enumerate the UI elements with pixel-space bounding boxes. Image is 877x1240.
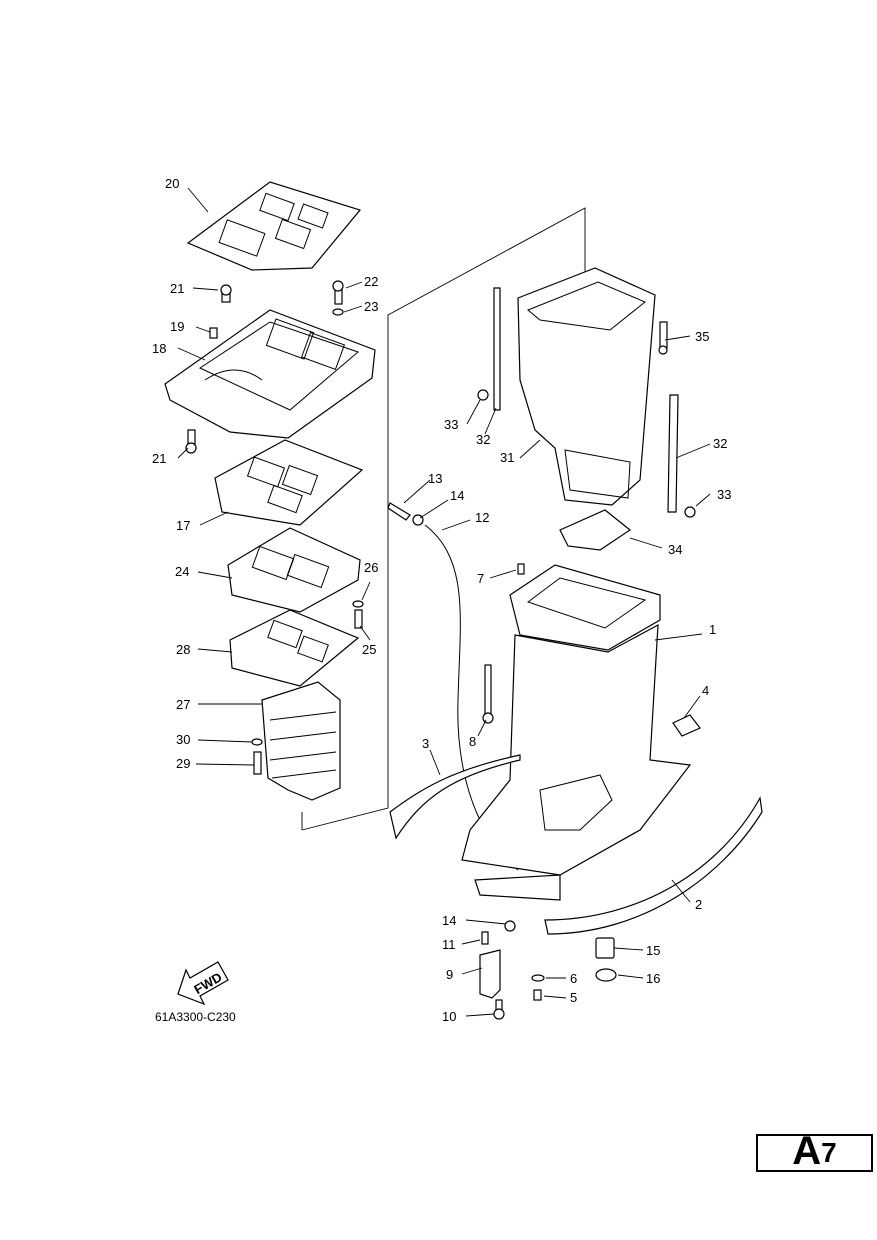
- bolt-29: [253, 751, 262, 775]
- nipple-13: [387, 502, 411, 521]
- page-letter: A: [792, 1129, 822, 1173]
- seal-strip-32-left: [493, 287, 501, 411]
- callout-30: 30: [176, 732, 190, 747]
- grommet-15: [595, 937, 615, 959]
- exhaust-guide-part: [517, 267, 656, 506]
- callout-7: 7: [477, 571, 484, 586]
- callout-31: 31: [500, 450, 514, 465]
- callout-10: 10: [442, 1009, 456, 1024]
- diagram-code: 61A3300-C230: [155, 1010, 236, 1024]
- callout-25: 25: [362, 642, 376, 657]
- fwd-arrow-icon: FWD: [177, 961, 229, 1006]
- clamp-14-top: [412, 514, 424, 526]
- callout-17: 17: [176, 518, 190, 533]
- bolt-21-bottom: [185, 429, 197, 454]
- callout-32-left: 32: [476, 432, 490, 447]
- bolt-21-top: [220, 284, 232, 303]
- callout-33-right: 33: [717, 487, 731, 502]
- callout-16: 16: [646, 971, 660, 986]
- callout-23: 23: [364, 299, 378, 314]
- callout-18: 18: [152, 341, 166, 356]
- bolt-35: [658, 321, 668, 355]
- exhaust-pipe-part: [261, 681, 341, 801]
- callout-19: 19: [170, 319, 184, 334]
- nut-33-right: [684, 506, 696, 518]
- callout-5: 5: [570, 990, 577, 1005]
- washer-23: [332, 308, 344, 316]
- callout-27: 27: [176, 697, 190, 712]
- callout-24: 24: [175, 564, 189, 579]
- callout-11: 11: [442, 937, 456, 952]
- bolt-22: [332, 280, 344, 305]
- callout-28: 28: [176, 642, 190, 657]
- callout-20: 20: [165, 176, 179, 191]
- seal-strip-32-right: [667, 394, 679, 513]
- callout-14-top: 14: [450, 488, 464, 503]
- callout-14-bottom: 14: [442, 913, 456, 928]
- callout-4: 4: [702, 683, 709, 698]
- callout-21-top: 21: [170, 281, 184, 296]
- callout-32-right: 32: [713, 436, 727, 451]
- callout-15: 15: [646, 943, 660, 958]
- pin-11: [481, 931, 489, 945]
- upper-casing-part: [461, 564, 692, 901]
- callout-35: 35: [695, 329, 709, 344]
- callout-33-left: 33: [444, 417, 458, 432]
- bolt-5: [533, 989, 542, 1001]
- callout-26: 26: [364, 560, 378, 575]
- bracket-9: [479, 949, 501, 999]
- washer-6: [531, 974, 545, 982]
- rubber-seal-3: [389, 754, 521, 840]
- page-code-box: A 7: [756, 1129, 873, 1173]
- callout-13: 13: [428, 471, 442, 486]
- grommet-4: [672, 714, 701, 737]
- leader-lines: [177, 187, 711, 1017]
- bolt-8: [482, 664, 494, 724]
- gasket-34-part: [559, 509, 632, 551]
- clamp-14-bottom: [504, 920, 516, 932]
- callout-29: 29: [176, 756, 190, 771]
- callout-12: 12: [475, 510, 489, 525]
- washer-30: [251, 738, 263, 746]
- gasket-lower-part: [229, 609, 360, 687]
- callout-6: 6: [570, 971, 577, 986]
- washer-26: [352, 600, 364, 608]
- page-number: 7: [821, 1137, 837, 1168]
- rubber-seal-2: [544, 796, 763, 935]
- bolt-25: [354, 609, 363, 629]
- callout-1: 1: [709, 622, 716, 637]
- callout-labels: 1 2 3 4 5 6 7 8 9 10 11 12 13 14 14 15 1…: [152, 176, 731, 1024]
- callout-9: 9: [446, 967, 453, 982]
- exhaust-manifold-part: [164, 309, 376, 439]
- gasket-middle-part: [214, 439, 364, 526]
- clip-16: [595, 968, 617, 982]
- screw-10: [493, 999, 505, 1020]
- callout-34: 34: [668, 542, 682, 557]
- pin-19: [209, 327, 218, 339]
- pin-7: [517, 563, 525, 575]
- nut-33-left: [477, 389, 489, 401]
- gasket-top-part: [186, 181, 362, 271]
- callout-21-bottom: 21: [152, 451, 166, 466]
- callout-22: 22: [364, 274, 378, 289]
- callout-2: 2: [695, 897, 702, 912]
- callout-3: 3: [422, 736, 429, 751]
- exhaust-guide-plate-part: [227, 527, 361, 613]
- callout-8: 8: [469, 734, 476, 749]
